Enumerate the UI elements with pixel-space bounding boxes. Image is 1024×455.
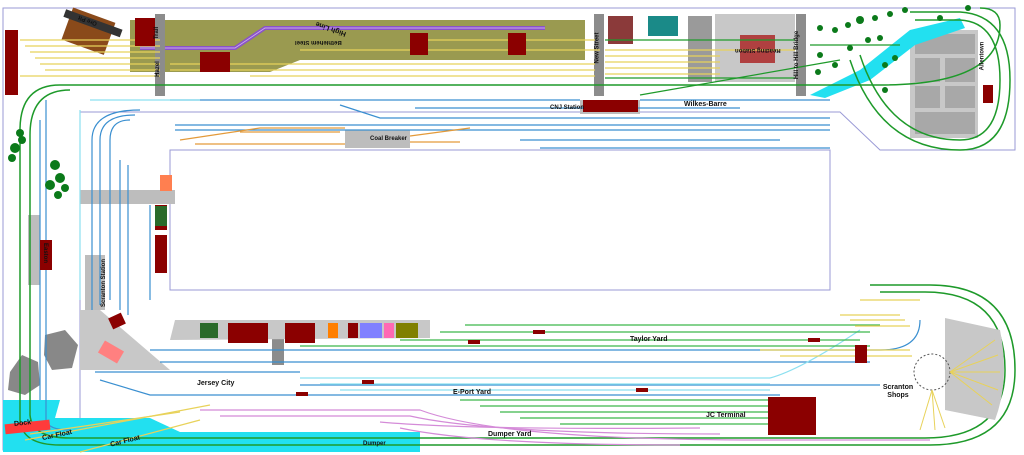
wilkes-barre-blue-tracks — [91, 99, 830, 310]
turntable-spokes — [919, 339, 1000, 431]
label-taylor-yard: Taylor Yard — [630, 336, 668, 343]
label-cnj-station: CNJ Station — [550, 105, 585, 111]
harbor-water — [3, 400, 420, 452]
label-dumper-yard: Dumper Yard — [488, 431, 532, 438]
river-upper — [810, 18, 965, 98]
label-hazel: Hazel — [154, 61, 161, 77]
mainline-outer-loop — [19, 7, 1016, 446]
label-hill-to-hill-bridge: Hill to Hill Bridge — [794, 30, 801, 80]
turntable — [913, 353, 951, 391]
teal-building — [648, 16, 678, 36]
allentown-loop — [849, 11, 1011, 151]
label-reading-station: Reading Station — [735, 47, 781, 53]
label-easton: Easton — [42, 242, 49, 264]
gray-building-a — [688, 16, 712, 82]
car-float-tracks — [24, 404, 211, 453]
scranton-yard-area — [80, 310, 170, 370]
light-cyan-tracks — [79, 99, 861, 391]
brown-building — [608, 16, 633, 44]
upper-green-spurs — [605, 39, 900, 96]
trees — [8, 5, 971, 199]
rolling-stock — [296, 330, 820, 396]
road-trail — [155, 14, 165, 96]
allentown-loop-inner — [859, 19, 1001, 141]
label-dumper: Dumper — [363, 441, 386, 447]
label-e-port-yard: E-Port Yard — [453, 389, 491, 396]
pink-building — [97, 340, 125, 364]
coal-breaker-building — [345, 130, 410, 148]
dock-float — [4, 419, 51, 435]
high-line-rails — [140, 27, 545, 49]
label-scranton-shops: Scranton Shops — [882, 384, 914, 400]
label-bethlehem-steel: Bethlehem Steel — [295, 39, 342, 45]
mainline-second-loop — [29, 89, 1006, 439]
label-jc-terminal: JC Terminal — [706, 412, 746, 419]
label-wilkes-barre: Wilkes-Barre — [684, 101, 727, 108]
bethlehem-steel-area — [130, 20, 585, 72]
rock-outcrop-a — [8, 355, 40, 395]
colored-industries — [155, 175, 418, 338]
label-trail: Trail — [154, 26, 161, 40]
label-allentown: Allentown — [979, 41, 986, 71]
ore-pit-crane — [63, 9, 123, 38]
label-scranton-station: Scranton Station — [101, 258, 108, 308]
road-new-street — [594, 14, 604, 96]
dumper-yard-tracks — [200, 409, 930, 446]
road-hill-to-hill — [796, 14, 806, 96]
upper-yard-tracks — [20, 39, 795, 77]
rock-outcrop-b — [44, 330, 78, 370]
scranton-shops-tracks — [760, 299, 920, 357]
road-left-vertical — [28, 215, 40, 285]
label-coal-breaker: Coal Breaker — [370, 136, 408, 142]
coal-breaker-tracks — [179, 127, 471, 145]
label-new-street: New Street — [594, 32, 601, 64]
label-jersey-city: Jersey City — [197, 380, 235, 387]
